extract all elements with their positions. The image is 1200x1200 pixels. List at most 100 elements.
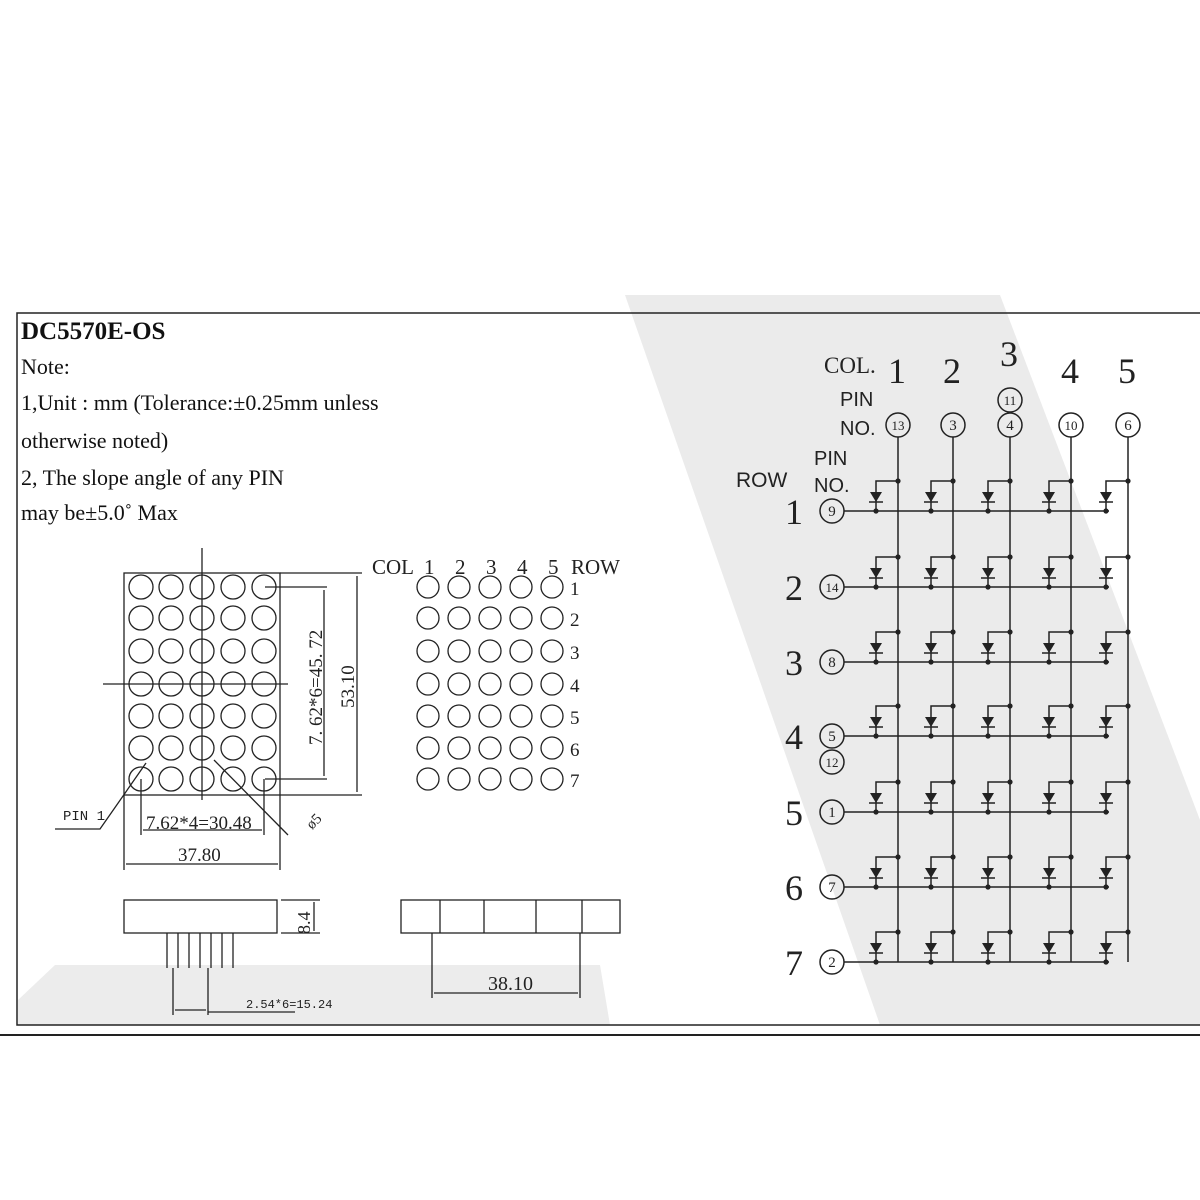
led-diode-icon [925, 793, 937, 803]
row-pin-circle [819, 949, 845, 975]
part-number-title: DC5570E-OS [21, 318, 166, 345]
row-pin-number: 2 [828, 955, 836, 971]
column-pin-number: 10 [1065, 418, 1078, 433]
note-heading: Note: [21, 354, 70, 379]
junction-dot [1103, 959, 1109, 965]
map-dot [478, 736, 502, 760]
led-dot [251, 574, 277, 600]
junction-dot [928, 584, 934, 590]
junction-dot [950, 854, 956, 860]
led-dot [189, 574, 215, 600]
map-col-number: 4 [517, 555, 528, 579]
junction-dot [950, 629, 956, 635]
junction-dot [873, 659, 879, 665]
junction-dot [1125, 779, 1131, 785]
led-diode-icon [1043, 943, 1055, 953]
schematic-col-pin-label: PIN [840, 389, 873, 411]
junction-dot [1068, 929, 1074, 935]
led-diode-icon [1043, 492, 1055, 502]
junction-dot [1046, 809, 1052, 815]
led-diode-icon [1100, 868, 1112, 878]
junction-dot [1007, 629, 1013, 635]
led-diode-icon [982, 717, 994, 727]
row-pin-circle [819, 574, 845, 600]
led-dot [128, 638, 154, 664]
led-diode-icon [870, 492, 882, 502]
map-dot [478, 639, 502, 663]
row-pin-circle [819, 749, 845, 775]
row-pin-number: 5 [828, 729, 836, 745]
schematic-col-number: 3 [1000, 334, 1018, 374]
junction-dot [985, 508, 991, 514]
junction-dot [1125, 929, 1131, 935]
led-dot [189, 605, 215, 631]
led-dot [158, 638, 184, 664]
led-dot [158, 703, 184, 729]
led-dot [158, 605, 184, 631]
led-dot [128, 671, 154, 697]
map-row-number: 5 [570, 708, 580, 729]
led-diode-icon [870, 643, 882, 653]
map-dot [540, 704, 564, 728]
led-diode-icon [1100, 492, 1112, 502]
map-col-number: 3 [486, 555, 497, 579]
led-diode-icon [870, 717, 882, 727]
led-diode-icon [1043, 793, 1055, 803]
junction-dot [1125, 703, 1131, 709]
junction-dot [1046, 584, 1052, 590]
schematic-col-label: COL. [824, 353, 876, 378]
led-dot [189, 671, 215, 697]
led-diode-icon [982, 943, 994, 953]
map-dot [509, 767, 533, 791]
map-dot [416, 639, 440, 663]
junction-dot [873, 584, 879, 590]
led-diode-icon [1043, 868, 1055, 878]
junction-dot [1068, 478, 1074, 484]
watermark-band [625, 295, 1200, 1025]
front-view [55, 548, 362, 870]
map-dot [447, 672, 471, 696]
map-dot [540, 767, 564, 791]
map-dot [540, 672, 564, 696]
led-diode-icon [982, 568, 994, 578]
junction-dot [1068, 554, 1074, 560]
map-dot [478, 767, 502, 791]
junction-dot [895, 703, 901, 709]
note-line-2: otherwise noted) [21, 428, 169, 453]
junction-dot [1103, 809, 1109, 815]
junction-dot [985, 584, 991, 590]
side-view-left [123, 899, 320, 1015]
row-pin-circle [819, 874, 845, 900]
side-view-right [400, 899, 621, 998]
led-dot [220, 735, 246, 761]
column-pin-number: 4 [1006, 418, 1014, 434]
junction-dot [895, 554, 901, 560]
dim-row-spacing: 38.10 [488, 973, 533, 995]
junction-dot [1007, 554, 1013, 560]
led-diode-icon [870, 868, 882, 878]
led-dot [158, 574, 184, 600]
schematic-row-pin-label: PIN [814, 448, 847, 470]
map-dot [416, 575, 440, 599]
map-row-label: ROW [571, 555, 620, 579]
column-pin-circle [1058, 412, 1084, 438]
dim-depth: 8.4 [294, 912, 314, 935]
junction-dot [873, 959, 879, 965]
row-pin-circle [819, 649, 845, 675]
map-dot [509, 639, 533, 663]
led-diode-icon [1100, 793, 1112, 803]
dim-height: 53.10 [338, 665, 359, 708]
dim-pin-pitch: 2.54*6=15.24 [246, 998, 332, 1012]
map-row-number: 1 [570, 579, 580, 600]
led-diode-icon [925, 568, 937, 578]
note-line-1: 1,Unit : mm (Tolerance:±0.25mm unless [21, 390, 379, 415]
schematic-col-number: 1 [888, 351, 906, 391]
junction-dot [1007, 478, 1013, 484]
column-pin-circle [1115, 412, 1141, 438]
led-diode-icon [1100, 943, 1112, 953]
junction-dot [895, 854, 901, 860]
map-col-number: 2 [455, 555, 466, 579]
